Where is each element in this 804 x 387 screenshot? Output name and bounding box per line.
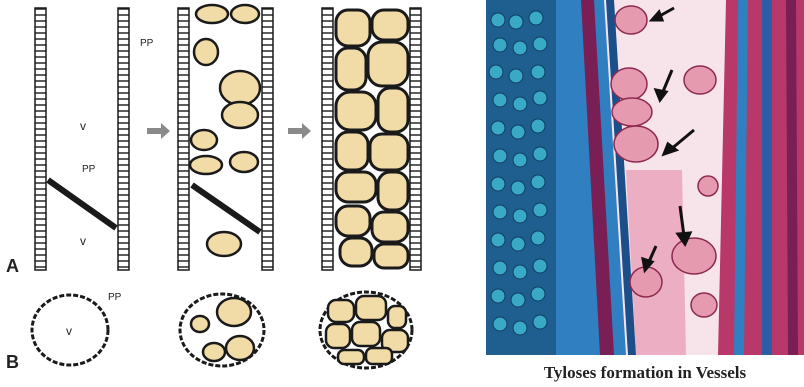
tylose bbox=[378, 88, 408, 132]
tylose bbox=[340, 238, 372, 266]
tylose bbox=[356, 296, 386, 320]
tylose bbox=[230, 152, 258, 172]
panel-label-b: B bbox=[6, 352, 19, 372]
tylose bbox=[378, 172, 408, 210]
tylose bbox=[190, 156, 222, 174]
tylose bbox=[336, 48, 366, 90]
tylose bbox=[615, 6, 647, 34]
cross-section-1: v PP bbox=[32, 292, 122, 365]
vessel-wall-right bbox=[262, 8, 273, 270]
vessel-stage-1: v v PP bbox=[35, 8, 129, 270]
tylose bbox=[191, 316, 209, 332]
tylose bbox=[630, 267, 662, 297]
tylose bbox=[217, 298, 251, 326]
tylose bbox=[338, 350, 364, 364]
vessel-stage-3 bbox=[322, 8, 421, 270]
vessel-wall-right bbox=[410, 8, 421, 270]
right-arrow-icon bbox=[288, 123, 311, 139]
tyloses-micrograph bbox=[486, 0, 804, 355]
vessel-wall-left bbox=[178, 8, 189, 270]
vessel-wall-left bbox=[322, 8, 333, 270]
pit-pair-label-b: PP bbox=[108, 292, 122, 303]
tylose bbox=[366, 348, 392, 364]
tylose bbox=[336, 172, 376, 202]
tylose bbox=[226, 336, 254, 360]
tylose bbox=[336, 92, 376, 130]
tylose bbox=[672, 238, 716, 274]
panel-label-a: A bbox=[6, 256, 19, 276]
vessel-stage-2: PP bbox=[140, 5, 273, 270]
tylose bbox=[352, 322, 380, 346]
vessel-lumen-label-lower: v bbox=[80, 234, 86, 248]
tylose bbox=[336, 132, 368, 170]
tylose bbox=[231, 5, 259, 23]
perforation-plate bbox=[48, 180, 116, 228]
pit-pair-label-a2: PP bbox=[140, 38, 154, 49]
vessel-lumen-label-section: v bbox=[66, 324, 72, 338]
tylose bbox=[222, 102, 258, 128]
tylose bbox=[684, 66, 716, 94]
tylose bbox=[614, 126, 658, 162]
tylose bbox=[388, 306, 406, 328]
tylose bbox=[326, 324, 350, 348]
tylose bbox=[196, 5, 228, 23]
tylose bbox=[368, 42, 408, 86]
tylose bbox=[612, 98, 652, 126]
tylose bbox=[372, 10, 408, 40]
perforation-plate bbox=[192, 185, 260, 232]
pit-pair-label-a1: PP bbox=[82, 164, 96, 175]
tylose bbox=[611, 68, 647, 100]
cross-section-3 bbox=[320, 292, 412, 368]
vessel-wall-right bbox=[118, 8, 129, 270]
tyloses-diagram: v v PP PP bbox=[0, 0, 480, 387]
tylose bbox=[328, 300, 354, 322]
tylose bbox=[374, 244, 408, 268]
tylose bbox=[336, 206, 370, 236]
right-arrow-icon bbox=[147, 123, 170, 139]
tylose bbox=[698, 176, 718, 196]
vessel-wall-left bbox=[35, 8, 46, 270]
tylose bbox=[207, 232, 241, 256]
tylose bbox=[203, 343, 225, 361]
tylose bbox=[336, 10, 370, 46]
tylose bbox=[691, 293, 717, 317]
cross-section-2 bbox=[180, 294, 264, 366]
figure-caption: Tyloses formation in Vessels bbox=[486, 358, 804, 387]
tylose bbox=[220, 71, 260, 105]
tylose bbox=[370, 134, 408, 170]
vessel-lumen-label-upper: v bbox=[80, 119, 86, 133]
tylose bbox=[191, 130, 217, 150]
tylose bbox=[194, 39, 218, 65]
tylose bbox=[372, 212, 408, 242]
